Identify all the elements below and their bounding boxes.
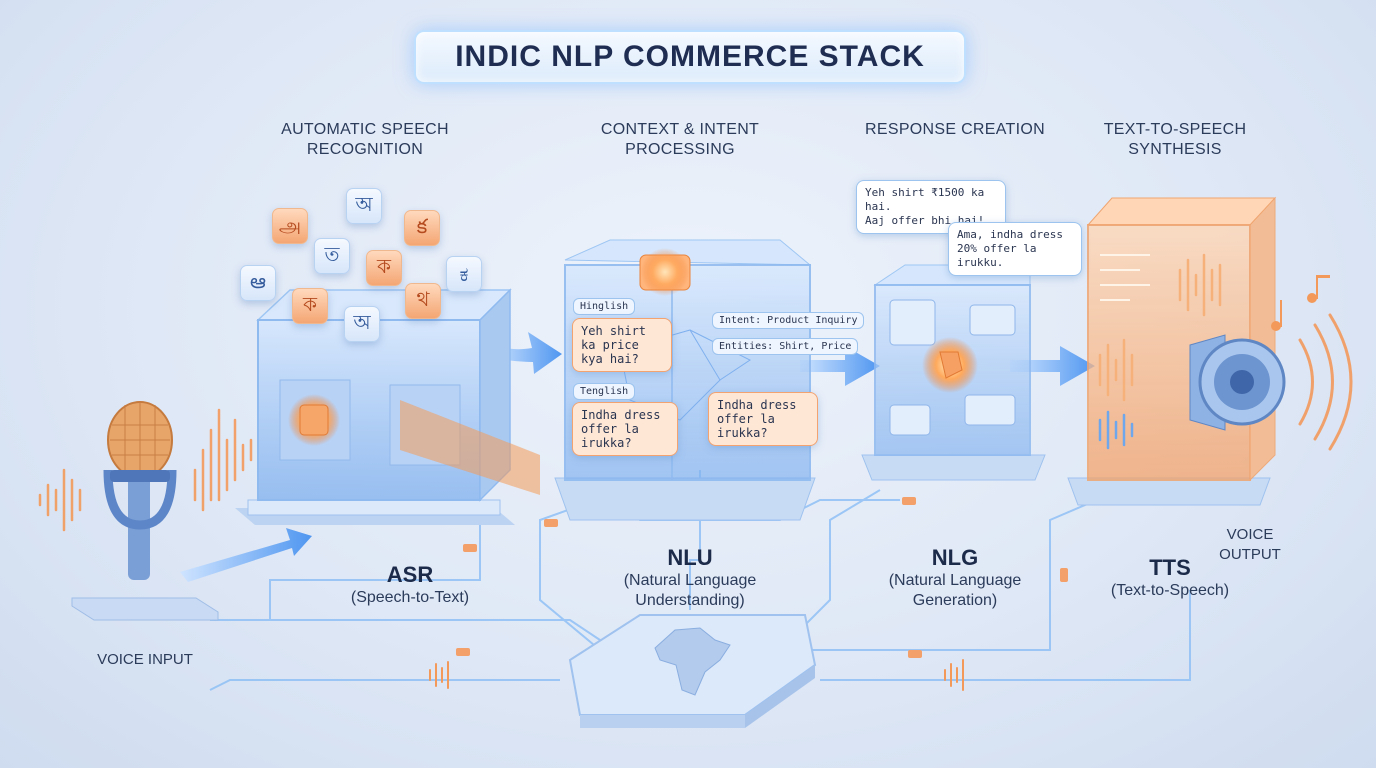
- voice-output-line: OUTPUT: [1219, 546, 1281, 563]
- stage-heading-line: TEXT-TO-SPEECH: [1103, 121, 1247, 138]
- glyph-char: ಕ: [459, 262, 469, 286]
- script-glyph-tile: অ: [346, 188, 382, 224]
- script-glyph-tile: క: [404, 210, 440, 246]
- glyph-char: క: [416, 213, 428, 238]
- stage-heading-line: RECOGNITION: [306, 141, 424, 158]
- script-glyph-tile: ক: [366, 250, 402, 286]
- glyph-char: ক: [377, 253, 391, 278]
- glyph-char: অ: [355, 191, 373, 216]
- glyph-char: ত: [324, 241, 340, 266]
- glyph-char: ক: [303, 291, 317, 316]
- stage-abbr: ASR: [386, 562, 434, 587]
- voice-output-line: VOICE: [1226, 526, 1274, 543]
- stage-heading-tts: TEXT-TO-SPEECH SYNTHESIS: [1080, 120, 1270, 160]
- script-glyph-tile: ত: [314, 238, 350, 274]
- intent-tag: Intent: Product Inquiry: [712, 312, 865, 329]
- response-line: Ama, indha dress: [957, 228, 1063, 241]
- stage-heading-line: CONTEXT & INTENT: [600, 121, 760, 138]
- stage-desc: (Natural Language: [623, 572, 757, 589]
- stage-desc: (Natural Language: [888, 572, 1022, 589]
- voice-input-label: VOICE INPUT: [97, 651, 193, 668]
- stage-label-nlu: NLU (Natural Language Understanding): [590, 545, 790, 611]
- script-glyph-tile: ಕ: [446, 256, 482, 292]
- nlu-module: [554, 239, 816, 521]
- stage-heading-line: AUTOMATIC SPEECH: [281, 121, 449, 138]
- entities-tag: Entities: Shirt, Price: [712, 338, 859, 355]
- asr-module: [235, 288, 540, 525]
- stage-label-nlg: NLG (Natural Language Generation): [860, 545, 1050, 611]
- stage-heading-line: RESPONSE CREATION: [865, 121, 1045, 138]
- speaker-icon: [1189, 275, 1353, 451]
- stage-heading-line: SYNTHESIS: [1128, 141, 1222, 158]
- stage-desc: (Speech-to-Text): [350, 589, 470, 606]
- page-title: INDIC NLP COMMERCE STACK: [455, 40, 925, 73]
- speech-bubble-hinglish: Yeh shirt ka price kya hai?: [572, 318, 672, 372]
- stage-heading-nlg: RESPONSE CREATION: [850, 120, 1060, 140]
- stage-heading-asr: AUTOMATIC SPEECH RECOGNITION: [260, 120, 470, 160]
- glyph-char: ఆ: [250, 268, 266, 293]
- stage-abbr: TTS: [1149, 555, 1191, 580]
- stage-label-asr: ASR (Speech-to-Text): [320, 562, 500, 608]
- glyph-char: অ: [353, 309, 371, 334]
- speech-bubble-tenglish: Indha dress offer la irukka?: [572, 402, 678, 456]
- language-tag-hinglish: Hinglish: [573, 298, 636, 315]
- language-tag-tenglish: Tenglish: [573, 383, 636, 400]
- stage-desc: (Text-to-Speech): [1110, 582, 1230, 599]
- voice-output-label: VOICE OUTPUT: [1205, 525, 1295, 565]
- script-glyph-tile: ఆ: [240, 265, 276, 301]
- stage-abbr: NLG: [931, 545, 979, 570]
- stage-heading-line: PROCESSING: [625, 141, 735, 158]
- title-banner: INDIC NLP COMMERCE STACK: [414, 30, 966, 84]
- glyph-char: থ: [416, 286, 430, 311]
- response-bubble-tamil: Ama, indha dress 20% offer la irukku.: [948, 222, 1082, 276]
- stage-abbr: NLU: [667, 545, 713, 570]
- response-line: Yeh shirt ₹1500 ka hai.: [865, 186, 985, 213]
- response-line: 20% offer la irukku.: [957, 242, 1037, 269]
- nlg-module: [861, 264, 1046, 481]
- microphone-icon: [71, 401, 219, 621]
- glyph-char: அ: [278, 212, 302, 237]
- stage-desc: Generation): [912, 592, 998, 609]
- stage-label-tts: TTS (Text-to-Speech): [1080, 555, 1260, 601]
- india-map-tile: [568, 614, 817, 728]
- script-glyph-tile: அ: [272, 208, 308, 244]
- speech-bubble-output: Indha dress offer la irukka?: [708, 392, 818, 446]
- stage-heading-nlu: CONTEXT & INTENT PROCESSING: [580, 120, 780, 160]
- script-glyph-tile: ক: [292, 288, 328, 324]
- script-glyph-tile: অ: [344, 306, 380, 342]
- script-glyph-tile: থ: [405, 283, 441, 319]
- stage-desc: Understanding): [635, 592, 745, 609]
